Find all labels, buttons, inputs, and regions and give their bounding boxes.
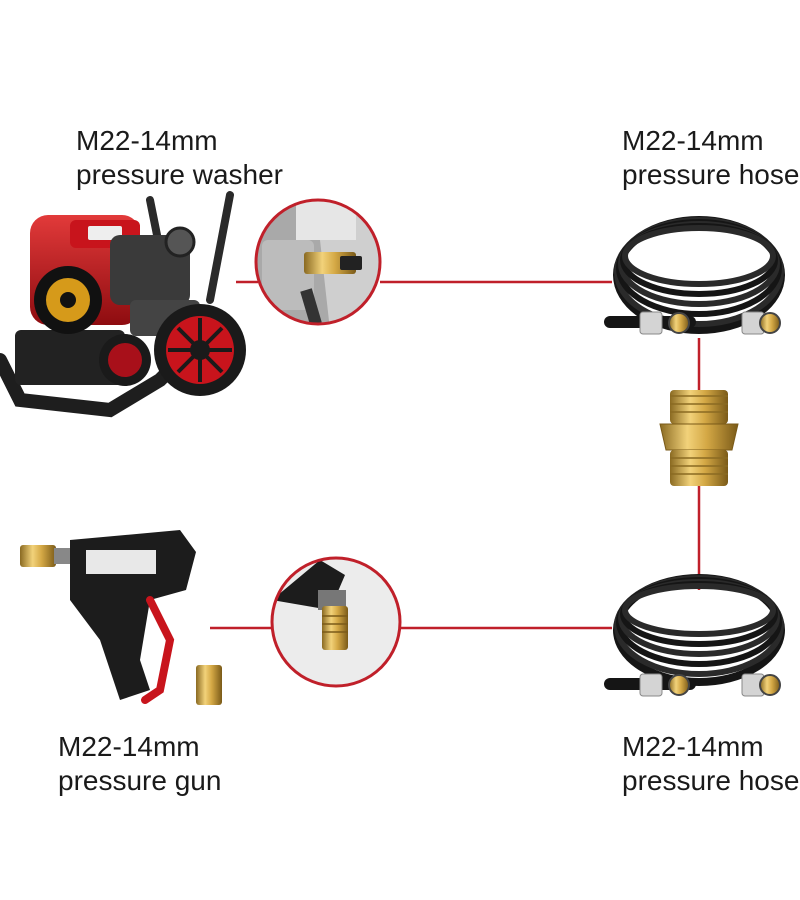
washer-outlet-zoom bbox=[254, 198, 382, 326]
pressure-hose-top-image bbox=[604, 216, 785, 335]
pressure-hose-top-label: M22-14mm pressure hose bbox=[622, 124, 799, 192]
pressure-hose-bottom-image bbox=[604, 574, 785, 697]
pressure-gun-label-name: pressure gun bbox=[58, 765, 222, 796]
gun-outlet-zoom bbox=[270, 556, 402, 688]
pressure-washer-label-size: M22-14mm bbox=[76, 125, 218, 156]
pressure-washer-label-name: pressure washer bbox=[76, 159, 283, 190]
pressure-gun-label-size: M22-14mm bbox=[58, 731, 200, 762]
pressure-hose-bottom-label-size: M22-14mm bbox=[622, 731, 764, 762]
pressure-washer-image bbox=[0, 191, 246, 418]
pressure-washer-label: M22-14mm pressure washer bbox=[76, 124, 283, 192]
pressure-gun-label: M22-14mm pressure gun bbox=[58, 730, 221, 798]
brass-coupler-image bbox=[659, 390, 739, 486]
pressure-hose-top-label-name: pressure hose bbox=[622, 159, 800, 190]
pressure-hose-bottom-label: M22-14mm pressure hose bbox=[622, 730, 799, 798]
pressure-hose-bottom-label-name: pressure hose bbox=[622, 765, 800, 796]
pressure-gun-image bbox=[20, 530, 222, 705]
connector-lines bbox=[210, 280, 701, 630]
pressure-hose-top-label-size: M22-14mm bbox=[622, 125, 764, 156]
